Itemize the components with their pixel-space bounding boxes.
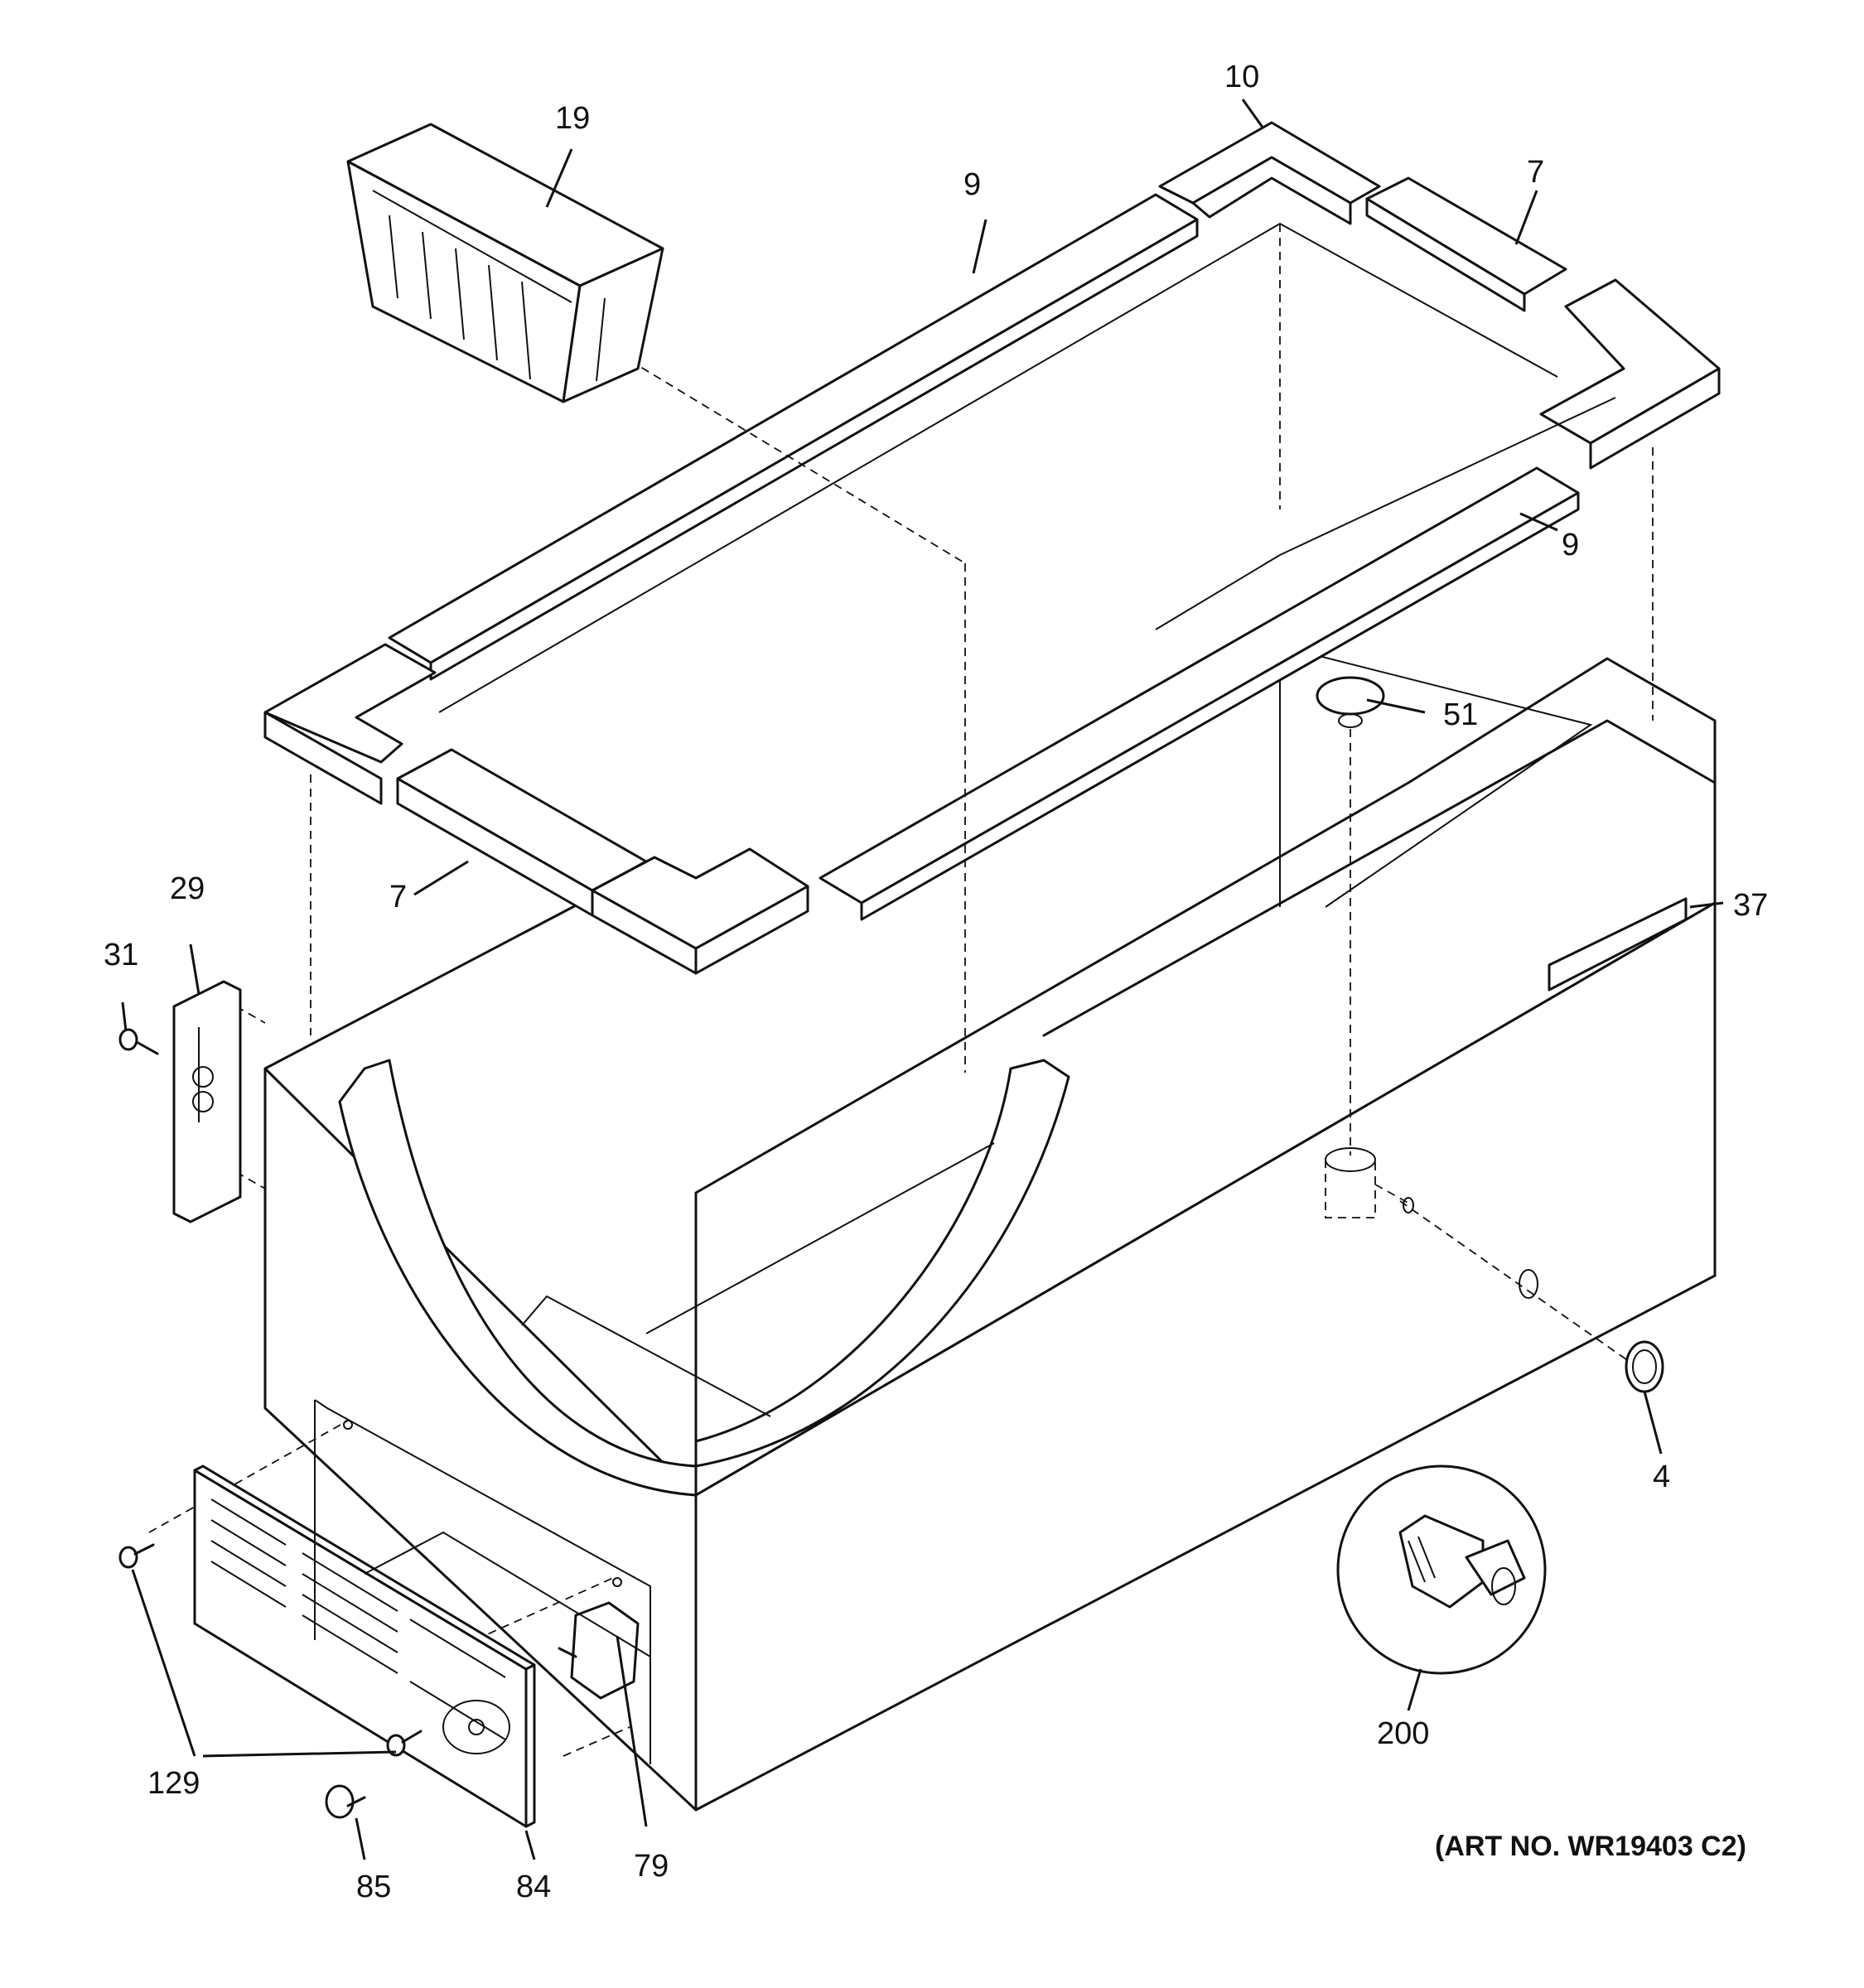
drain-tube (1325, 1147, 1538, 1299)
callout-51: 51 (1443, 697, 1478, 732)
callout-10: 10 (1224, 60, 1259, 94)
callout-37: 37 (1733, 888, 1768, 923)
plug-85 (325, 1784, 366, 1819)
screw-129-left (118, 1543, 155, 1569)
art-number: (ART NO. WR19403 C2) (1435, 1831, 1746, 1862)
callout-9-top: 9 (963, 167, 981, 202)
callout-129: 129 (147, 1766, 200, 1801)
callout-84: 84 (516, 1870, 551, 1904)
callout-31: 31 (104, 938, 138, 972)
callout-29: 29 (170, 871, 205, 906)
callout-200: 200 (1377, 1716, 1429, 1751)
grille-recess (314, 1399, 651, 1764)
leader-lines (121, 99, 1724, 1860)
callout-labels: 10 19 9 7 9 51 7 37 29 31 4 200 129 85 8… (104, 60, 1768, 1904)
callout-19: 19 (555, 101, 590, 136)
detail-200 (1336, 1464, 1547, 1675)
switch-part (558, 1601, 640, 1700)
callout-9-right: 9 (1562, 528, 1579, 562)
label-37 (1548, 897, 1688, 992)
callout-4: 4 (1653, 1460, 1670, 1494)
callout-7-top: 7 (1527, 155, 1544, 190)
screw-129-right (386, 1730, 423, 1757)
hinge-part (172, 980, 242, 1223)
callout-85: 85 (356, 1870, 391, 1904)
breaker-strip-frame (263, 121, 1721, 975)
callout-7-left: 7 (389, 880, 407, 914)
screw-31 (118, 1028, 159, 1055)
drain-cap-4 (1625, 1340, 1664, 1393)
callout-79: 79 (634, 1849, 669, 1884)
grille-part (193, 1464, 536, 1828)
basket-part (346, 123, 664, 403)
drain-plug-51 (1316, 676, 1385, 728)
cabinet-body (263, 645, 1717, 1812)
